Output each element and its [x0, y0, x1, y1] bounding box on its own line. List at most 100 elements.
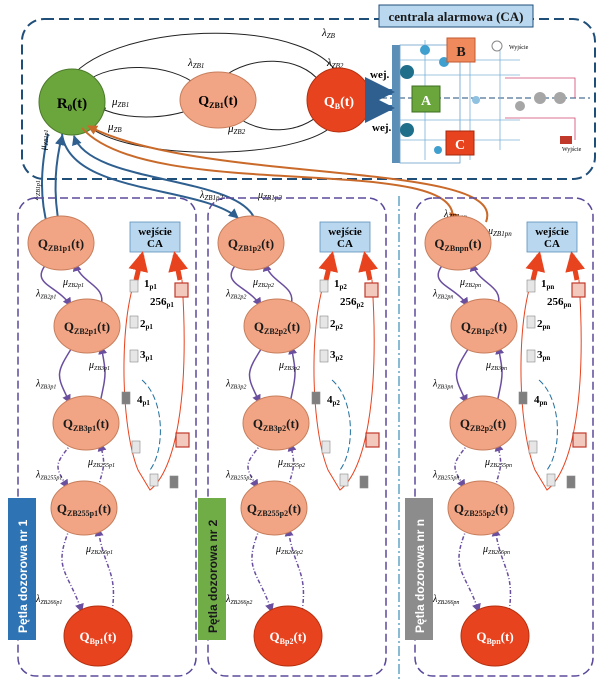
- loop-input-label: CA: [337, 238, 353, 250]
- transition-back: [288, 345, 298, 404]
- block-a: [411, 85, 441, 113]
- transition-back: [284, 527, 305, 613]
- transition-forward: [455, 345, 471, 404]
- arc-r0-to-b: [69, 32, 342, 81]
- state-label: QZB255p2(t): [454, 501, 508, 518]
- device-label: 3p1: [140, 349, 153, 362]
- device-loop-dashed: [538, 379, 558, 471]
- link-loop2-to-r0: [72, 135, 256, 221]
- transition-forward: [248, 345, 264, 404]
- state-partial: [424, 215, 492, 271]
- rate-mu-label: μZB255p1: [87, 457, 115, 469]
- state-label: QZB2p2(t): [460, 416, 506, 433]
- device-loop-line: [520, 269, 582, 491]
- state-label: QZB255p2(t): [247, 501, 301, 518]
- device-label: 2p2: [330, 318, 343, 331]
- state-b-label: QB(t): [324, 95, 355, 111]
- call-point-icon: [174, 282, 189, 298]
- device-label: 256pn: [547, 296, 571, 309]
- detector-icon: [129, 315, 139, 329]
- state-b: [306, 67, 372, 133]
- loop-input-label: wejście: [328, 226, 362, 238]
- transition-forward: [58, 345, 74, 404]
- detector-icon: [526, 315, 536, 329]
- device-label: 3pn: [537, 349, 550, 362]
- detector-icon: [546, 473, 556, 487]
- rate-lambda-label: λZB2p1: [35, 289, 56, 301]
- detector-icon: [339, 473, 349, 487]
- detector-icon: [526, 349, 536, 363]
- state-partial: [449, 395, 517, 451]
- transition-back: [98, 345, 108, 404]
- rate-mu-zb1pn: μZB1pn: [487, 226, 512, 238]
- transition-forward: [458, 527, 481, 613]
- signal-arrow-left: [525, 251, 545, 281]
- state-label: QZB255p1(t): [57, 501, 111, 518]
- state-partial: [243, 298, 311, 354]
- detector-icon: [321, 440, 331, 454]
- loop-3: Pętla dozorowa nr nwejścieCA1pn2pn3pn4pn…: [405, 197, 594, 677]
- detector-icon: [131, 440, 141, 454]
- block-a-label: A: [421, 94, 432, 109]
- transition-forward: [247, 442, 263, 489]
- detector-icon: [566, 475, 576, 489]
- input-label-top: wej.: [370, 69, 389, 81]
- link-r0-to-loopn: [81, 127, 460, 223]
- state-failure: [63, 605, 133, 667]
- loop-input-box: [526, 221, 578, 253]
- call-point-icon: [364, 282, 379, 298]
- loop-input-label: wejście: [535, 226, 569, 238]
- device-label: 1pn: [541, 278, 554, 291]
- arc-zb1-to-b: [221, 60, 321, 83]
- input-label-bottom: wej.: [372, 122, 391, 134]
- device-label: 256p2: [340, 296, 364, 309]
- detector-icon: [129, 279, 139, 293]
- state-failure: [253, 605, 323, 667]
- rate-lambda-label: λZB3pn: [432, 379, 453, 391]
- detector-icon: [518, 391, 528, 405]
- state-label: QZB1p2(t): [461, 319, 507, 336]
- transition-back: [491, 527, 512, 613]
- rate-mu-label: μZB2p1: [62, 277, 84, 289]
- detector-icon: [526, 279, 536, 293]
- state-label: QZBnpn(t): [434, 236, 481, 253]
- device-label: 2p1: [140, 318, 153, 331]
- detector-icon: [359, 475, 369, 489]
- device-loop-dashed: [331, 379, 351, 471]
- state-label: QZB1p2(t): [228, 236, 274, 253]
- loop-input-label: wejście: [138, 226, 172, 238]
- transition-forward: [251, 527, 274, 613]
- rate-mu-label: μZB266p1: [85, 544, 113, 556]
- call-point-icon: [572, 432, 587, 448]
- transition-back: [469, 262, 500, 307]
- state-partial: [52, 395, 120, 451]
- rate-mu-zb1p1: μZB1p1: [38, 129, 50, 151]
- signal-arrow-right: [565, 251, 585, 281]
- block-c: [445, 130, 475, 156]
- transition-back: [72, 262, 103, 307]
- device-label: 1p1: [144, 278, 157, 291]
- arc-r0-to-zb1: [85, 67, 199, 87]
- device-label: 2pn: [537, 318, 550, 331]
- block-b: [446, 37, 476, 63]
- loop-border: [207, 197, 387, 677]
- transition-forward: [40, 262, 72, 307]
- state-r0: [38, 68, 106, 136]
- state-label: QZB1p1(t): [38, 236, 84, 253]
- link-r0-to-loop2: [61, 133, 239, 219]
- call-point-icon: [571, 282, 586, 298]
- rate-lambda-label: λZB255pn: [432, 470, 459, 482]
- detector-icon: [169, 475, 179, 489]
- device-label: 4pn: [534, 394, 547, 407]
- transition-forward: [437, 262, 469, 307]
- rate-mu-label: μZB3p1: [88, 360, 110, 372]
- loop-label: Pętla dozorowa nr 1: [16, 519, 30, 633]
- device-label: 256p1: [150, 296, 174, 309]
- state-partial: [240, 480, 308, 536]
- output-label-top: Wyjście: [509, 45, 529, 51]
- central-station-border: [21, 18, 596, 180]
- link-loopn-to-r0: [87, 125, 489, 223]
- call-point-icon: [365, 432, 380, 448]
- state-partial: [217, 215, 285, 271]
- block-c-label: C: [455, 138, 465, 153]
